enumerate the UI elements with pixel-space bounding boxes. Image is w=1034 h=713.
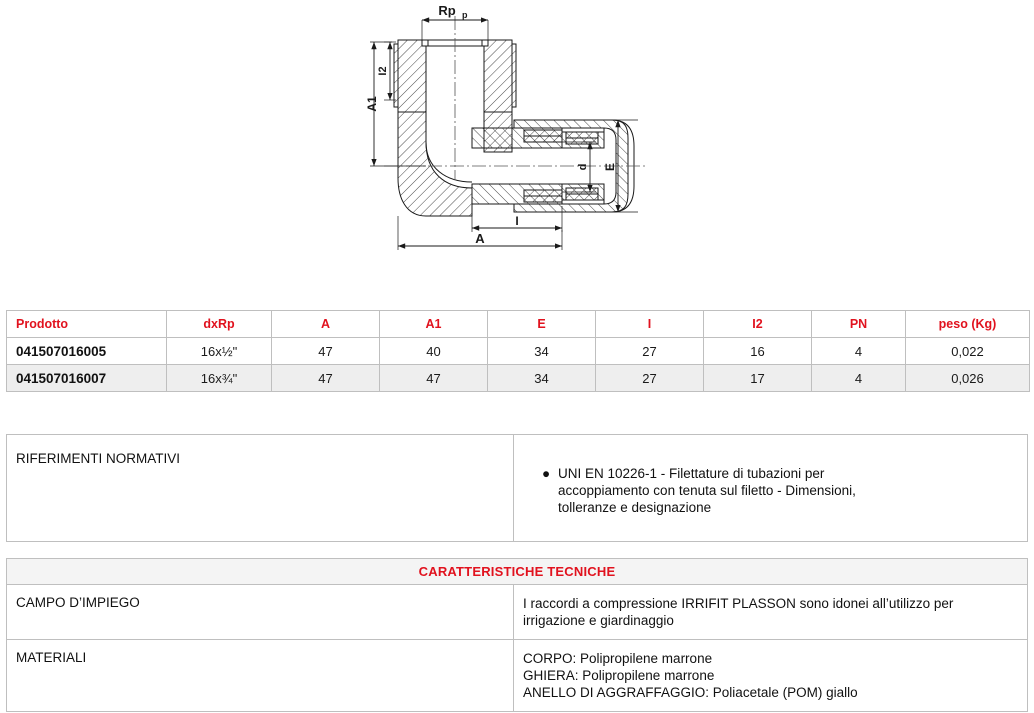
dimension-table: Prodotto dxRp A A1 E I I2 PN peso (Kg) 0… xyxy=(6,310,1030,392)
tech-text-line: GHIERA: Polipropilene marrone xyxy=(523,668,715,683)
cell-a1: 40 xyxy=(379,337,488,365)
cell-i: 27 xyxy=(595,337,704,365)
col-header-e: E xyxy=(487,310,596,338)
tech-label-materiali: MATERIALI xyxy=(7,640,514,711)
cell-dxrp: 16x¾" xyxy=(166,364,272,392)
cell-a: 47 xyxy=(271,364,380,392)
normative-references-title: RIFERIMENTI NORMATIVI xyxy=(7,435,514,541)
bullet-icon: ● xyxy=(542,466,551,481)
tech-row-materiali: MATERIALI CORPO: Polipropilene marrone G… xyxy=(7,640,1027,711)
col-header-i2: I2 xyxy=(703,310,812,338)
normative-references-box: RIFERIMENTI NORMATIVI ● UNI EN 10226-1 -… xyxy=(6,434,1028,542)
cell-peso: 0,022 xyxy=(905,337,1030,365)
tech-label-campo-impiego: CAMPO D’IMPIEGO xyxy=(7,585,514,639)
cell-i2: 17 xyxy=(703,364,812,392)
dim-label-e: E xyxy=(603,163,617,171)
cell-pn: 4 xyxy=(811,364,906,392)
col-header-a: A xyxy=(271,310,380,338)
list-item: ● UNI EN 10226-1 - Filettature di tubazi… xyxy=(542,465,902,516)
col-header-peso: peso (Kg) xyxy=(905,310,1030,338)
cell-dxrp: 16x½" xyxy=(166,337,272,365)
col-header-pn: PN xyxy=(811,310,906,338)
technical-characteristics-box: CARATTERISTICHE TECNICHE CAMPO D’IMPIEGO… xyxy=(6,558,1028,712)
cell-prodotto: 041507016007 xyxy=(6,364,167,392)
col-header-a1: A1 xyxy=(379,310,488,338)
dim-label-a: A xyxy=(475,231,485,246)
table-header-row: Prodotto dxRp A A1 E I I2 PN peso (Kg) xyxy=(6,310,1030,338)
normative-references-list: ● UNI EN 10226-1 - Filettature di tubazi… xyxy=(514,435,1027,541)
dim-label-rp: Rp xyxy=(438,3,455,18)
dim-label-rp-subscript: p xyxy=(462,10,468,20)
col-header-prodotto: Prodotto xyxy=(6,310,167,338)
table-row: 041507016005 16x½" 47 40 34 27 16 4 0,02… xyxy=(6,337,1030,365)
col-header-dxrp: dxRp xyxy=(166,310,272,338)
tech-value-campo-impiego: I raccordi a compressione IRRIFIT PLASSO… xyxy=(514,585,1027,639)
dim-label-i2: I2 xyxy=(377,66,389,75)
dim-label-a1: A1 xyxy=(366,96,379,112)
cell-a: 47 xyxy=(271,337,380,365)
tech-value-materiali: CORPO: Polipropilene marrone GHIERA: Pol… xyxy=(514,640,1027,711)
cell-i: 27 xyxy=(595,364,704,392)
tech-text-line: ANELLO DI AGGRAFFAGGIO: Poliacetale (POM… xyxy=(523,685,858,700)
cell-e: 34 xyxy=(487,364,596,392)
cell-pn: 4 xyxy=(811,337,906,365)
tech-text-line: I raccordi a compressione IRRIFIT PLASSO… xyxy=(523,596,954,628)
tech-text-line: CORPO: Polipropilene marrone xyxy=(523,651,713,666)
technical-drawing-area: Rp p I2 A1 d E I A xyxy=(0,0,1034,300)
cell-e: 34 xyxy=(487,337,596,365)
list-item-text: UNI EN 10226-1 - Filettature di tubazion… xyxy=(558,466,856,515)
cell-a1: 47 xyxy=(379,364,488,392)
table-row: 041507016007 16x¾" 47 47 34 27 17 4 0,02… xyxy=(6,364,1030,392)
technical-characteristics-title: CARATTERISTICHE TECNICHE xyxy=(7,559,1027,585)
cell-prodotto: 041507016005 xyxy=(6,337,167,365)
cell-i2: 16 xyxy=(703,337,812,365)
cell-peso: 0,026 xyxy=(905,364,1030,392)
dim-label-i: I xyxy=(515,214,518,228)
tech-row-campo-impiego: CAMPO D’IMPIEGO I raccordi a compression… xyxy=(7,585,1027,640)
dim-label-d: d xyxy=(577,164,589,171)
elbow-fitting-section-drawing: Rp p I2 A1 d E I A xyxy=(366,3,648,250)
col-header-i: I xyxy=(595,310,704,338)
